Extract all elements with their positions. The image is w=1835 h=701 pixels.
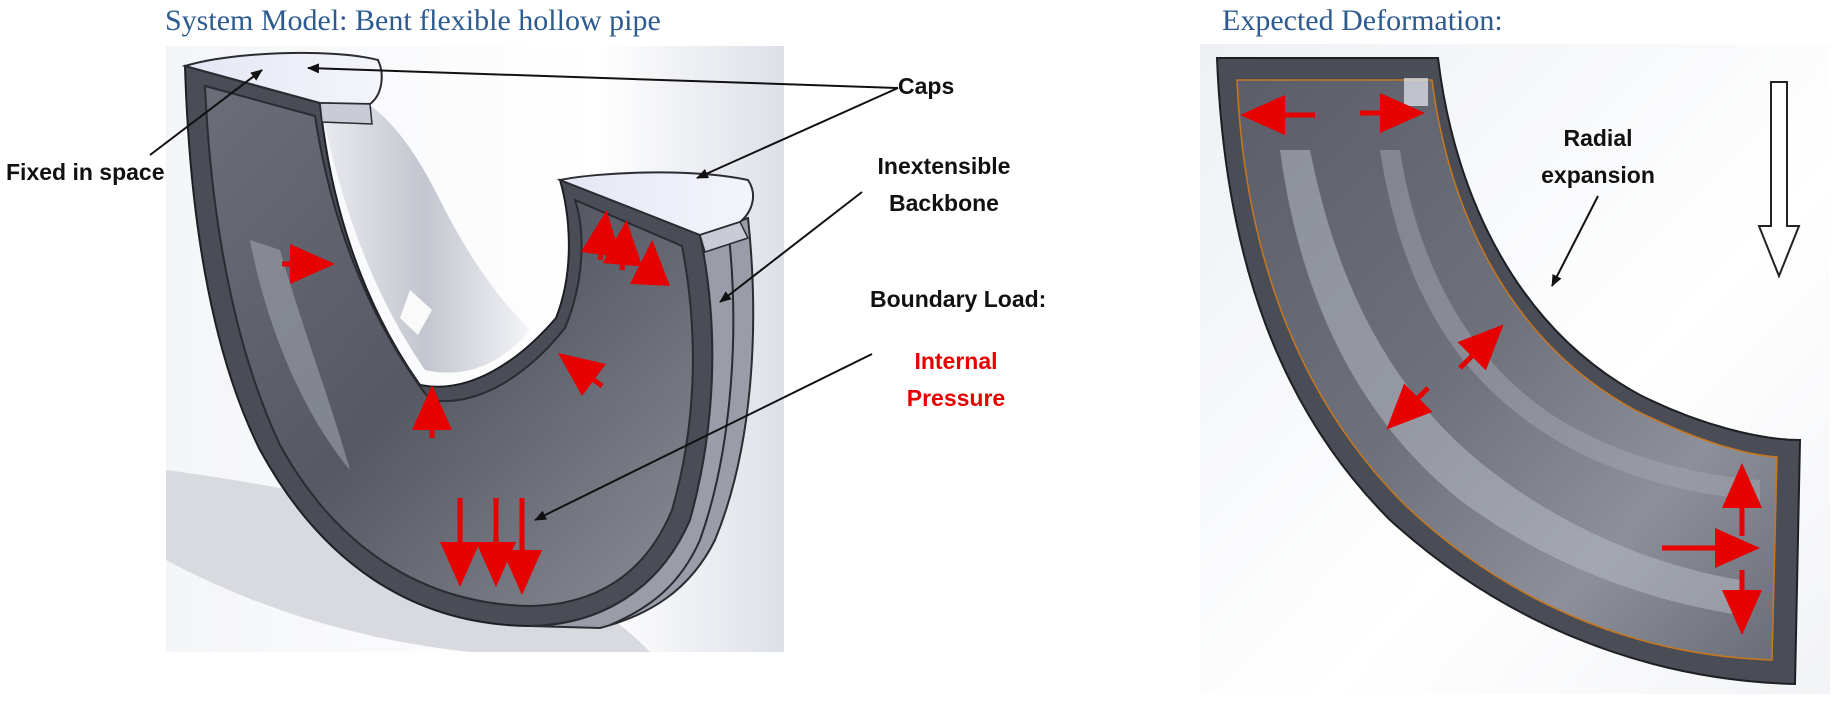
- inner-reflection: [250, 240, 350, 470]
- label-backbone-line2: Backbone: [889, 190, 999, 216]
- right-pressure-arrows: [1240, 93, 1762, 635]
- label-pressure-line1: Internal: [914, 348, 998, 374]
- label-backbone-line1: Inextensible: [877, 153, 1011, 179]
- callout-pressure: [534, 353, 873, 521]
- left-panel: [149, 46, 899, 652]
- label-backbone: Inextensible Backbone: [874, 148, 1014, 222]
- left-cap: [181, 51, 383, 106]
- label-fixed-in-space: Fixed in space: [6, 159, 165, 185]
- pressure-arrow: [558, 353, 606, 396]
- inner-sheen: [320, 95, 530, 373]
- elbow-sheen: [1280, 150, 1740, 615]
- backbone-line: [609, 227, 735, 626]
- label-caps: Caps: [898, 73, 955, 99]
- elbow-inner-corner: [1404, 78, 1428, 106]
- callout-backbone: [719, 191, 863, 303]
- elbow-sheen-2: [1380, 150, 1760, 500]
- label-radial-line1: Radial: [1563, 125, 1633, 151]
- callout-fixed: [149, 69, 263, 156]
- left-pressure-arrows: [282, 210, 670, 595]
- label-boundary-load: Boundary Load:: [870, 286, 1047, 312]
- left-callouts: [149, 63, 899, 521]
- left-panel-title: System Model: Bent flexible hollow pipe: [165, 4, 661, 37]
- pipe-backbone-wall: [529, 216, 755, 630]
- pressure-arrow: [630, 240, 670, 286]
- callout-caps-right: [696, 87, 899, 179]
- left-cap-rim: [319, 102, 373, 125]
- right-panel: [1200, 44, 1830, 694]
- pressure-arrow: [1386, 383, 1433, 430]
- callout-radial: [1551, 195, 1599, 287]
- label-radial-expansion: Radial expansion: [1538, 120, 1658, 194]
- right-panel-title: Expected Deformation:: [1222, 4, 1503, 37]
- label-radial-line2: expansion: [1541, 162, 1655, 188]
- inner-reflection-2: [400, 290, 432, 335]
- right-cap: [556, 171, 755, 237]
- label-pressure-line2: Pressure: [906, 385, 1006, 411]
- elbow-inner-surface: [1236, 79, 1778, 661]
- right-cap-rim: [699, 221, 750, 253]
- label-internal-pressure: Internal Pressure: [896, 343, 1016, 417]
- pressure-arrow: [602, 220, 643, 271]
- pressure-arrow: [1457, 324, 1504, 371]
- callout-caps-left: [307, 63, 899, 89]
- hollow-down-arrow: [1757, 81, 1801, 279]
